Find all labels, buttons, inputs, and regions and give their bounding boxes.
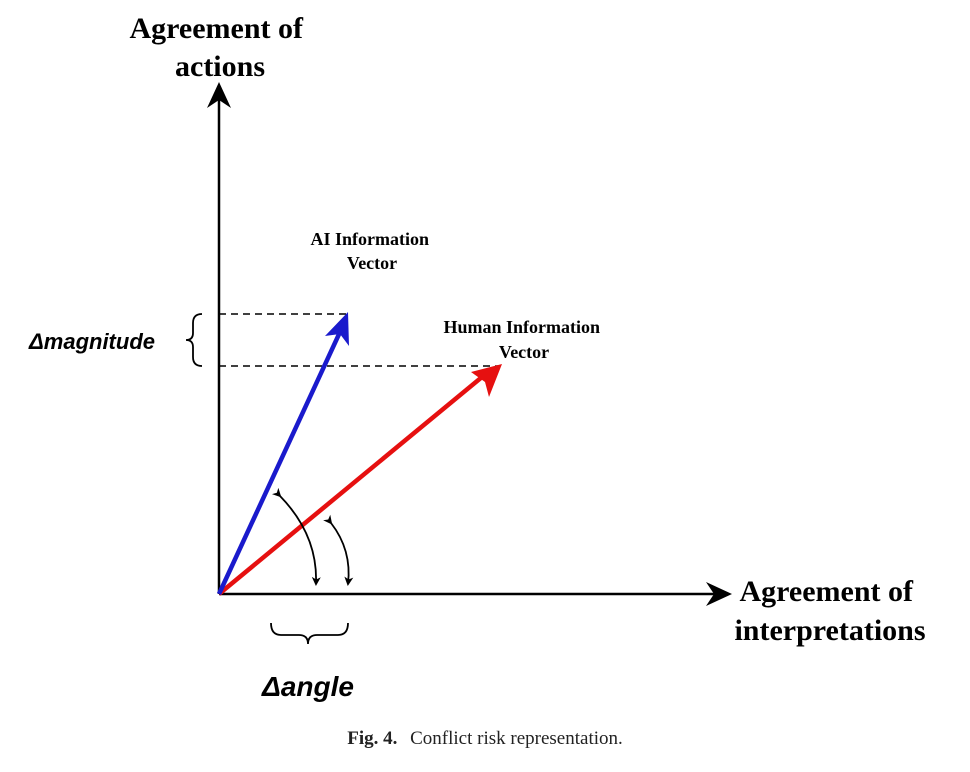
human-information-vector: [217, 375, 484, 596]
human-vector-label: Human Information Vector: [443, 317, 604, 362]
delta-angle-label: Δangle: [261, 671, 354, 702]
figure-number: Fig. 4.: [347, 728, 398, 749]
figure-caption: Fig. 4. Conflict risk representation.: [0, 728, 970, 750]
ai-vector-label-line-1: AI Information: [310, 229, 429, 249]
ai-vector-label-line-2: Vector: [347, 253, 397, 273]
x-axis-title: Agreement of interpretations: [734, 575, 925, 647]
x-axis-title-line-1: Agreement of: [739, 575, 914, 608]
y-axis-arrowhead: [207, 82, 231, 108]
x-axis-title-line-2: interpretations: [734, 614, 925, 647]
y-axis-title-line-2: actions: [175, 50, 265, 83]
delta-magnitude-brace: [185, 313, 203, 367]
x-axis-arrowhead: [706, 582, 732, 606]
human-vector-label-line-2: Vector: [499, 342, 549, 362]
y-axis-title-line-1: Agreement of: [129, 12, 304, 45]
human-vector-arrowhead: [471, 364, 502, 397]
delta-angle-brace: [270, 622, 349, 645]
ai-angle-arc: [271, 487, 321, 586]
human-angle-arc: [323, 514, 354, 586]
ai-information-vector: [216, 331, 343, 595]
ai-vector-arrowhead: [325, 312, 349, 346]
delta-magnitude-label: Δmagnitude: [28, 329, 155, 354]
figure-caption-text: Conflict risk representation.: [410, 728, 623, 749]
y-axis-title: Agreement of actions: [129, 12, 310, 83]
human-vector-label-line-1: Human Information: [443, 317, 600, 337]
ai-vector-label: AI Information Vector: [310, 229, 433, 273]
